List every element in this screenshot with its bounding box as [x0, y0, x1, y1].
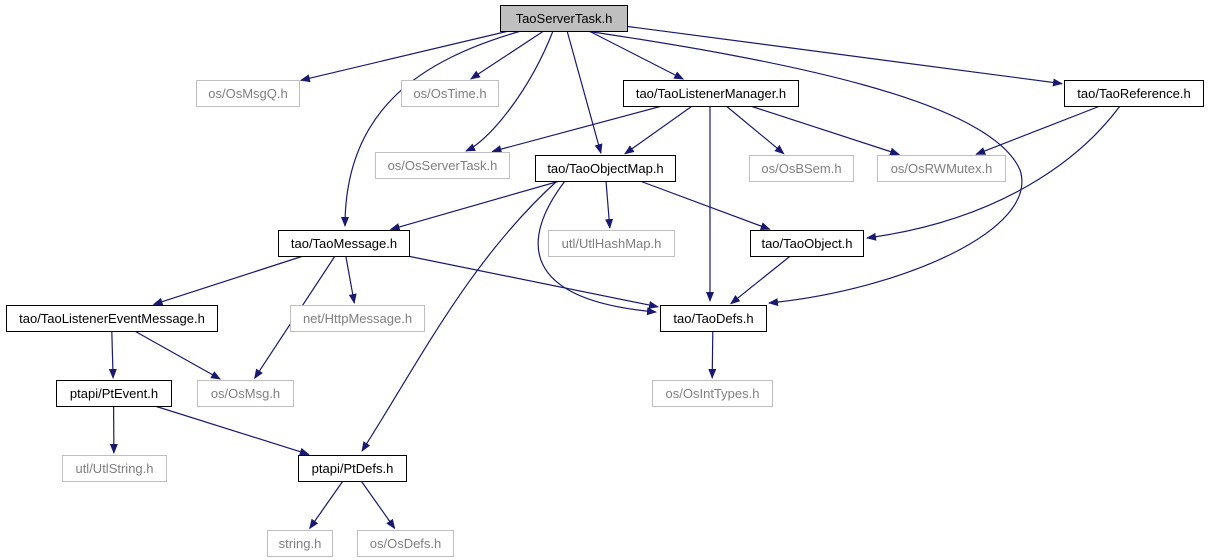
- node-OsRWMutex: os/OsRWMutex.h: [877, 155, 1006, 182]
- edge-TaoMessage-to-TaoListenerEventMessage: [152, 255, 304, 306]
- node-TaoListenerManager[interactable]: tao/TaoListenerManager.h: [623, 80, 799, 107]
- edge-PtDefs-to-OsDefs: [360, 480, 396, 530]
- node-box: [357, 530, 454, 557]
- edge-PtDefs-to-string: [309, 480, 344, 530]
- node-label: ptapi/PtDefs.h: [312, 461, 394, 476]
- edge-PtEvent-to-PtDefs: [154, 405, 310, 456]
- node-label: net/HttpMessage.h: [303, 311, 412, 326]
- node-OsIntTypes: os/OsIntTypes.h: [652, 380, 773, 407]
- node-OsDefs: os/OsDefs.h: [357, 530, 454, 557]
- edge-TaoServerTask-to-OsServerTask: [465, 30, 554, 152]
- node-label: tao/TaoReference.h: [1077, 86, 1190, 101]
- node-box: [375, 152, 510, 179]
- node-label: os/OsIntTypes.h: [666, 386, 760, 401]
- node-label: tao/TaoObject.h: [761, 236, 852, 251]
- node-box: [290, 305, 425, 332]
- node-label: os/OsDefs.h: [370, 536, 442, 551]
- node-box: [401, 80, 499, 107]
- edge-TaoListenerEventMessage-to-PtEvent: [108, 330, 117, 379]
- node-TaoObject[interactable]: tao/TaoObject.h: [750, 230, 864, 257]
- node-label: tao/TaoListenerManager.h: [636, 86, 786, 101]
- edge-TaoServerTask-to-OsTime: [470, 30, 545, 80]
- node-box: [56, 380, 172, 407]
- node-box: [535, 155, 676, 182]
- edge-TaoListenerManager-to-OsBSem: [725, 105, 785, 155]
- node-OsMsgQ: os/OsMsgQ.h: [196, 80, 300, 107]
- node-label: tao/TaoObjectMap.h: [547, 161, 663, 176]
- node-box: [750, 230, 864, 257]
- node-label: os/OsTime.h: [413, 86, 486, 101]
- edge-TaoServerTask-to-OsMsgQ: [299, 30, 509, 83]
- node-OsMsg: os/OsMsg.h: [197, 380, 294, 407]
- node-box: [197, 380, 294, 407]
- node-label: tao/TaoDefs.h: [673, 311, 753, 326]
- node-label: string.h: [279, 536, 322, 551]
- node-box: [623, 80, 799, 107]
- node-box: [660, 305, 767, 332]
- edge-TaoObjectMap-to-UtlHashMap: [605, 180, 614, 229]
- edge-TaoObjectMap-to-TaoDefs: [537, 180, 657, 316]
- edge-TaoMessage-to-TaoDefs: [407, 255, 659, 309]
- edge-TaoServerTask-to-TaoReference: [626, 25, 1063, 87]
- edge-TaoServerTask-to-TaoListenerManager: [588, 30, 685, 80]
- edge-TaoServerTask-to-TaoObjectMap: [566, 30, 603, 155]
- edge-TaoServerTask-to-TaoMessage: [341, 30, 522, 227]
- edge-TaoObjectMap-to-PtDefs: [361, 180, 558, 452]
- node-label: os/OsBSem.h: [761, 161, 841, 176]
- node-OsServerTask: os/OsServerTask.h: [375, 152, 510, 179]
- node-box: [278, 230, 410, 257]
- node-TaoMessage[interactable]: tao/TaoMessage.h: [278, 230, 410, 257]
- node-label: TaoServerTask.h: [516, 11, 613, 26]
- node-box: [267, 530, 333, 557]
- node-label: ptapi/PtEvent.h: [70, 386, 158, 401]
- node-box: [1064, 80, 1204, 107]
- edge-TaoMessage-to-HttpMessage: [345, 255, 357, 304]
- node-label: tao/TaoListenerEventMessage.h: [19, 311, 205, 326]
- edge-TaoReference-to-OsRWMutex: [975, 105, 1101, 155]
- node-box: [196, 80, 300, 107]
- node-box: [652, 380, 773, 407]
- edge-TaoListenerManager-to-TaoObjectMap: [624, 105, 693, 155]
- edges: [108, 25, 1121, 530]
- node-label: utl/UtlHashMap.h: [562, 236, 662, 251]
- node-box: [500, 5, 628, 32]
- edge-TaoReference-to-TaoObject: [866, 105, 1121, 241]
- edge-TaoListenerEventMessage-to-OsMsg: [134, 330, 221, 380]
- node-UtlHashMap: utl/UtlHashMap.h: [548, 230, 675, 257]
- node-label: os/OsServerTask.h: [388, 158, 498, 173]
- node-OsBSem: os/OsBSem.h: [749, 155, 854, 182]
- node-UtlString: utl/UtlString.h: [62, 455, 167, 482]
- node-TaoDefs[interactable]: tao/TaoDefs.h: [660, 305, 767, 332]
- node-TaoListenerEventMessage[interactable]: tao/TaoListenerEventMessage.h: [6, 305, 218, 332]
- node-box: [298, 455, 407, 482]
- edge-TaoDefs-to-OsIntTypes: [708, 330, 717, 379]
- node-label: os/OsMsg.h: [211, 386, 280, 401]
- node-OsTime: os/OsTime.h: [401, 80, 499, 107]
- edge-TaoObjectMap-to-TaoMessage: [389, 180, 560, 231]
- node-box: [749, 155, 854, 182]
- node-box: [62, 455, 167, 482]
- node-box: [6, 305, 218, 332]
- nodes: TaoServerTask.h os/OsMsgQ.h os/OsTime.h tao…: [6, 5, 1204, 557]
- node-box: [877, 155, 1006, 182]
- node-label: utl/UtlString.h: [75, 461, 153, 476]
- node-label: os/OsMsgQ.h: [208, 86, 287, 101]
- node-PtEvent[interactable]: ptapi/PtEvent.h: [56, 380, 172, 407]
- node-TaoServerTask[interactable]: TaoServerTask.h: [500, 5, 628, 32]
- edge-TaoObject-to-TaoDefs: [730, 255, 791, 305]
- node-label: tao/TaoMessage.h: [291, 236, 397, 251]
- node-TaoReference[interactable]: tao/TaoReference.h: [1064, 80, 1204, 107]
- node-PtDefs[interactable]: ptapi/PtDefs.h: [298, 455, 407, 482]
- edge-TaoServerTask-to-TaoDefs: [585, 30, 1023, 307]
- edge-TaoListenerManager-to-OsServerTask: [491, 105, 663, 154]
- node-HttpMessage: net/HttpMessage.h: [290, 305, 425, 332]
- node-label: os/OsRWMutex.h: [891, 161, 993, 176]
- edge-TaoListenerManager-to-OsRWMutex: [750, 105, 901, 156]
- node-string: string.h: [267, 530, 333, 557]
- edge-TaoObjectMap-to-TaoObject: [639, 180, 771, 230]
- node-TaoObjectMap[interactable]: tao/TaoObjectMap.h: [535, 155, 676, 182]
- node-box: [548, 230, 675, 257]
